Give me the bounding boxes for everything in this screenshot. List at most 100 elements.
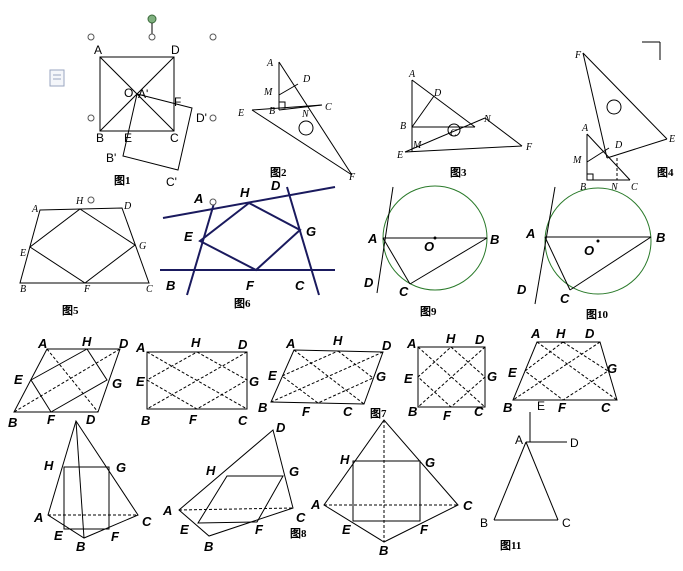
label-G: G [306,224,316,239]
label-H: H [240,185,250,200]
label-B: B [204,539,213,554]
label-F: F [558,400,567,415]
rotation-handle[interactable] [147,14,157,24]
label-C: C [325,102,332,113]
label-C: C [296,510,306,525]
label-D: D [86,412,96,427]
label-B: B [269,106,275,117]
label-M: M [263,87,273,98]
label-H: H [556,326,566,341]
resize-handle[interactable] [87,196,95,204]
label-A: A [285,336,295,351]
label-F: F [420,522,429,537]
label-A: A [162,503,172,518]
label-O: O [124,86,133,100]
figure-caption: 图2 [270,166,287,179]
label-C: C [601,400,611,415]
label-D: D [570,436,579,450]
label-C: C [474,404,484,419]
label-A: A [406,336,416,351]
label-E: E [180,522,189,537]
label-B: B [96,131,104,145]
resize-handle[interactable] [209,33,217,41]
label-C: C [343,404,353,419]
figure-7: A H D E G B F D A H D E G B F C A H D E … [8,326,618,430]
figure-8: H G A C E F B D H G A C E F B 图8 H G A C… [33,419,473,558]
label-D-prime: D' [196,111,207,125]
label-G: G [425,455,435,470]
figure-6: A H D E G B F C 图6 [160,178,336,310]
label-F: F [525,142,533,153]
label-F: F [348,172,356,183]
label-D: D [276,420,286,435]
label-A: A [33,510,43,525]
label-H: H [446,331,456,346]
label-F: F [574,50,582,61]
label-C: C [142,514,152,529]
label-C-prime: C' [166,175,177,189]
label-B: B [490,232,499,247]
figure-caption: 图8 [290,527,307,540]
label-F: F [83,284,91,295]
label-E: E [508,365,517,380]
label-A: A [515,433,523,447]
label-C: C [146,284,153,295]
label-G: G [607,361,617,376]
label-B: B [258,400,267,415]
label-D: D [433,88,442,99]
figure-caption: 图9 [420,305,437,318]
label-E: E [136,374,145,389]
label-N: N [301,109,310,120]
figure-11: E A D B C 图11 [480,399,579,552]
label-C: C [463,498,473,513]
figure-caption: 图1 [114,174,131,187]
label-E: E [268,368,277,383]
label-A: A [37,336,47,351]
label-G: G [249,374,259,389]
label-G: G [112,376,122,391]
label-H: H [340,452,350,467]
label-H: H [82,334,92,349]
resize-handle[interactable] [209,198,217,206]
resize-handle[interactable] [209,114,217,122]
figure-10: A O B C D 图10 [517,186,665,321]
label-H: H [191,335,201,350]
label-C: C [562,516,571,530]
label-E: E [404,371,413,386]
resize-handle[interactable] [87,33,95,41]
label-O: O [424,239,434,254]
label-A: A [310,497,320,512]
resize-handle[interactable] [148,33,156,41]
label-B: B [656,230,665,245]
label-H: H [333,333,343,348]
figure-caption: 图5 [62,304,79,317]
label-A: A [266,58,274,69]
label-F: F [189,412,198,427]
label-E: E [668,134,675,145]
label-B: B [580,182,586,193]
label-C: C [238,413,248,428]
figure-1: A D O A' F D' B E C B' C' 图1 [49,14,217,189]
label-A: A [94,43,102,57]
label-G: G [487,369,497,384]
figure-caption: 图7 [370,407,387,420]
label-B: B [141,413,150,428]
label-D: D [171,43,180,57]
label-D: D [119,336,129,351]
label-F: F [111,529,120,544]
label-F: F [302,404,311,419]
label-G: G [376,369,386,384]
label-B: B [503,400,512,415]
label-B: B [166,278,175,293]
label-A: A [408,69,416,80]
label-C: C [295,278,305,293]
label-G: G [289,464,299,479]
label-D: D [271,178,281,193]
label-B: B [8,415,17,430]
label-H: H [44,458,54,473]
figure-9: A O B C D 图9 [364,185,499,318]
document-icon [49,69,65,87]
resize-handle[interactable] [87,114,95,122]
label-G: G [116,460,126,475]
label-C: C [560,291,570,306]
